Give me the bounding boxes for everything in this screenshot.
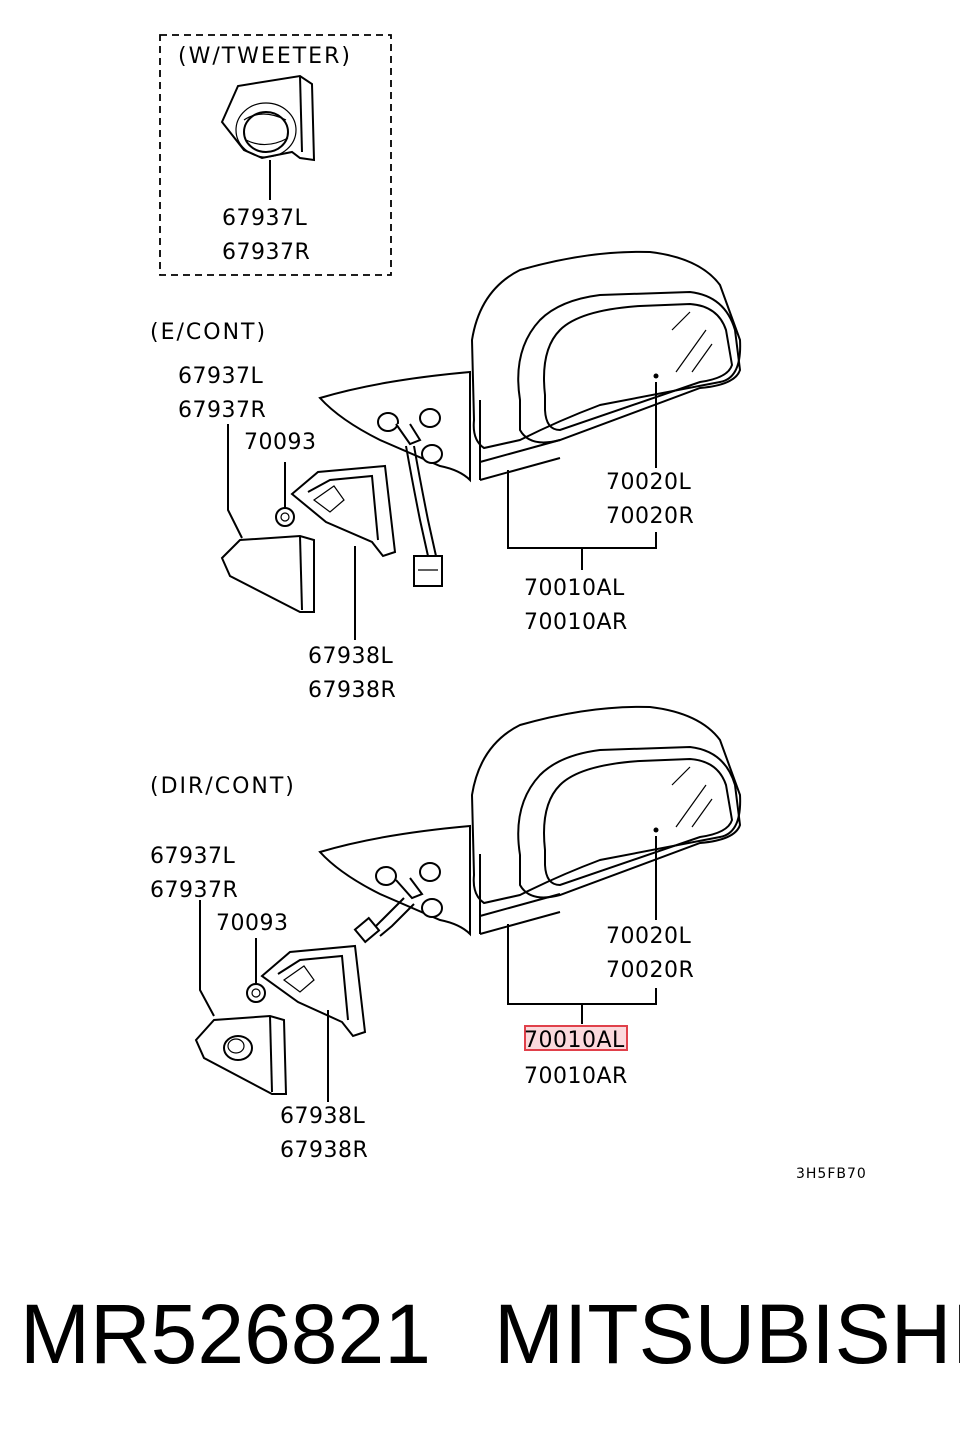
e-cont-nut[interactable]: 70093 bbox=[244, 430, 317, 455]
diagram-code: 3H5FB70 bbox=[796, 1166, 867, 1182]
dir-cont-mirror-assy-left[interactable]: 70010AL bbox=[524, 1028, 625, 1053]
tweeter-dashed-box bbox=[159, 34, 392, 276]
e-cont-mirror-glass-right[interactable]: 70020R bbox=[606, 504, 695, 529]
e-cont-section-title: (E/CONT) bbox=[150, 320, 268, 345]
e-cont-bracket-right[interactable]: 67938R bbox=[308, 678, 397, 703]
dir-cont-cover-right[interactable]: 67937R bbox=[150, 878, 239, 903]
dir-cont-mirror-assy-right[interactable]: 70010AR bbox=[524, 1064, 628, 1089]
e-cont-cover-right[interactable]: 67937R bbox=[178, 398, 267, 423]
footer-brand: MITSUBISHI bbox=[494, 1287, 960, 1381]
dir-cont-cover-left[interactable]: 67937L bbox=[150, 844, 236, 869]
dir-cont-mirror-drawing bbox=[194, 705, 742, 1102]
dir-cont-bracket-left[interactable]: 67938L bbox=[280, 1104, 366, 1129]
e-cont-bracket-left[interactable]: 67938L bbox=[308, 644, 394, 669]
highlight-box bbox=[524, 1025, 628, 1051]
e-cont-mirror-assy-right[interactable]: 70010AR bbox=[524, 610, 628, 635]
tweeter-section-title: (W/TWEETER) bbox=[178, 44, 352, 69]
e-cont-mirror-drawing bbox=[220, 250, 742, 640]
tweeter-part-drawing bbox=[220, 74, 316, 200]
dir-cont-section-title: (DIR/CONT) bbox=[150, 774, 296, 799]
tweeter-part-right[interactable]: 67937R bbox=[222, 240, 311, 265]
dir-cont-mirror-glass-right[interactable]: 70020R bbox=[606, 958, 695, 983]
e-cont-mirror-glass-left[interactable]: 70020L bbox=[606, 470, 692, 495]
e-cont-mirror-assy-left[interactable]: 70010AL bbox=[524, 576, 625, 601]
footer-part-number: MR526821 bbox=[20, 1287, 431, 1381]
tweeter-part-left[interactable]: 67937L bbox=[222, 206, 308, 231]
dir-cont-nut[interactable]: 70093 bbox=[216, 911, 289, 936]
dir-cont-bracket-right[interactable]: 67938R bbox=[280, 1138, 369, 1163]
e-cont-cover-left[interactable]: 67937L bbox=[178, 364, 264, 389]
dir-cont-mirror-glass-left[interactable]: 70020L bbox=[606, 924, 692, 949]
